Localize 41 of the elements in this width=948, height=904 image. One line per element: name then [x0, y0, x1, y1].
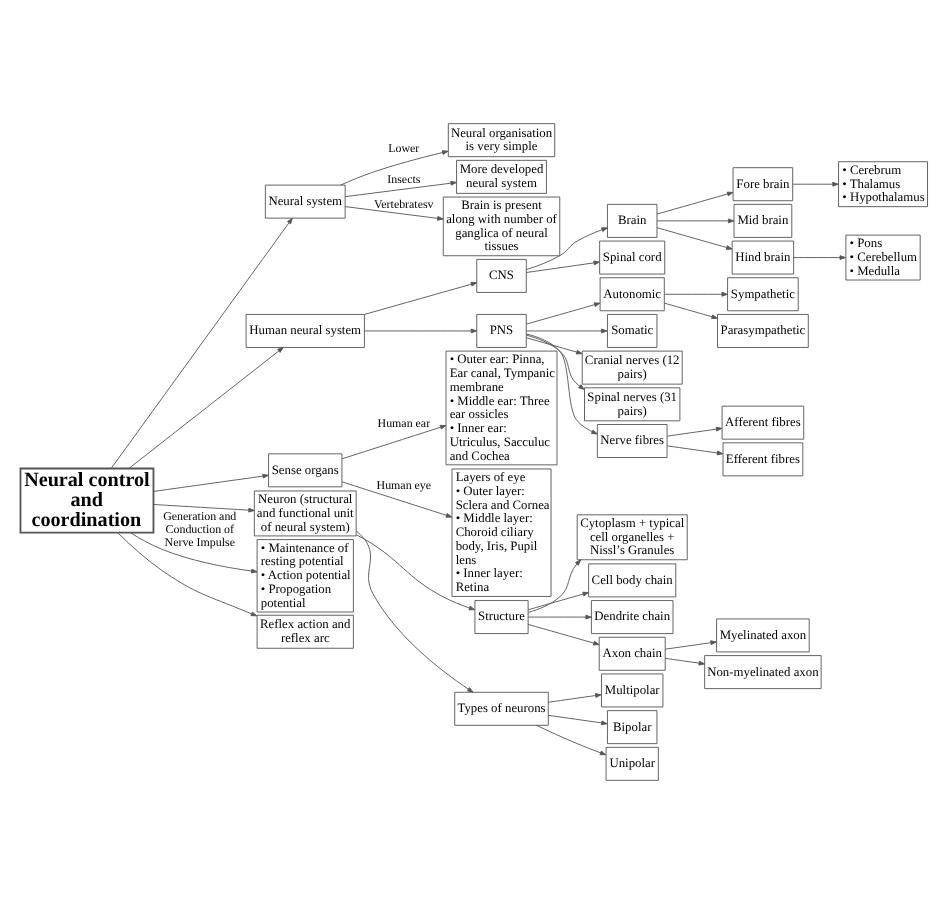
arrow	[130, 532, 258, 574]
arrow	[153, 473, 269, 492]
arrow	[663, 302, 718, 320]
arrow	[527, 614, 592, 620]
arrow	[666, 445, 724, 456]
arrow	[110, 217, 293, 469]
arrow	[525, 337, 583, 355]
arrow	[340, 150, 449, 186]
arrow	[527, 559, 582, 613]
arrow	[548, 714, 608, 726]
arrow	[793, 255, 846, 260]
arrow	[664, 657, 706, 666]
arrow	[527, 591, 590, 611]
arrow	[656, 218, 735, 224]
arrow	[527, 623, 600, 646]
arrow	[663, 291, 728, 297]
arrow	[792, 181, 839, 187]
arrow	[525, 227, 608, 271]
arrow	[656, 227, 733, 250]
arrow	[526, 333, 598, 435]
arrow	[344, 206, 444, 221]
arrow	[535, 724, 607, 756]
arrow	[364, 281, 478, 315]
arrow	[525, 302, 601, 325]
arrow	[656, 191, 734, 215]
arrow	[153, 504, 255, 513]
arrow	[548, 693, 602, 703]
arrow	[526, 334, 585, 390]
arrow	[128, 347, 284, 469]
arrow	[364, 328, 478, 334]
arrow	[525, 260, 600, 273]
arrow	[355, 534, 476, 611]
arrow	[117, 532, 258, 617]
arrow	[344, 180, 457, 198]
arrow	[355, 530, 474, 693]
arrow	[341, 424, 447, 460]
arrow	[664, 640, 717, 650]
node-box: Neural control and coordination	[19, 467, 155, 534]
arrow	[525, 328, 608, 334]
arrow	[341, 481, 453, 518]
arrow	[666, 426, 723, 437]
